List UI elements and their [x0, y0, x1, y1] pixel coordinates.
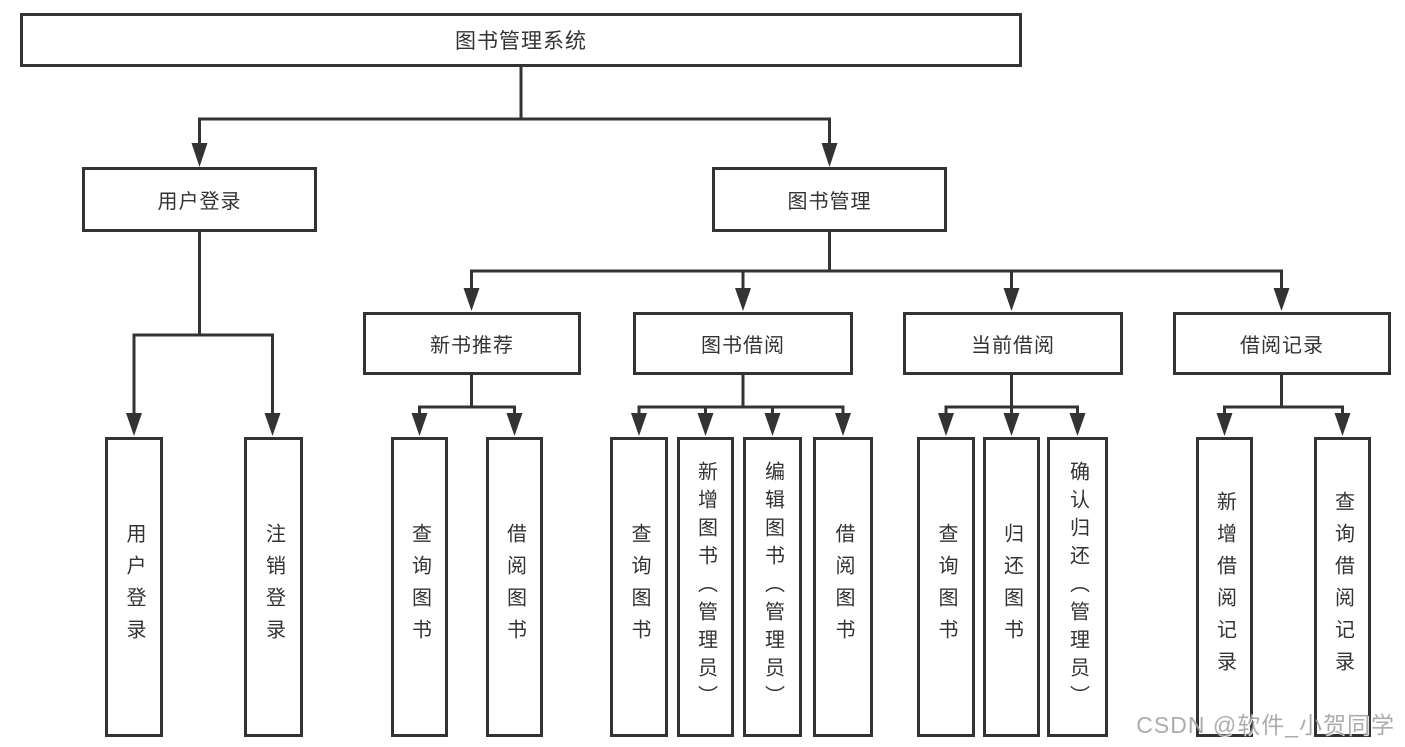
leaf-query-books-borrow-label: 查询图书 [628, 523, 650, 651]
node-borrow-records-label: 借阅记录 [1240, 335, 1324, 357]
leaf-query-books-recommend: 查询图书 [391, 437, 448, 737]
leaf-add-borrow-record-label: 新增借阅记录 [1213, 491, 1236, 683]
leaf-logout: 注销登录 [244, 437, 303, 737]
node-borrow-records: 借阅记录 [1173, 312, 1391, 375]
leaf-logout-label: 注销登录 [262, 523, 285, 651]
node-book-borrow-label: 图书借阅 [701, 335, 785, 357]
node-new-book-recommend-label: 新书推荐 [430, 335, 514, 357]
node-book-management: 图书管理 [712, 167, 947, 232]
leaf-add-books-admin-label: 新增图书（管理员） [694, 461, 717, 713]
leaf-borrow-books-label: 借阅图书 [832, 523, 854, 651]
node-user-login: 用户登录 [82, 167, 317, 232]
leaf-borrow-books-recommend-label: 借阅图书 [503, 523, 526, 651]
node-current-borrow: 当前借阅 [903, 312, 1123, 375]
leaf-return-books-label: 归还图书 [1000, 523, 1023, 651]
node-root-label: 图书管理系统 [455, 30, 587, 53]
leaf-edit-books-admin: 编辑图书（管理员） [743, 437, 802, 737]
leaf-query-books-recommend-label: 查询图书 [408, 523, 431, 651]
node-user-login-label: 用户登录 [157, 191, 242, 213]
node-root-system: 图书管理系统 [20, 13, 1022, 67]
leaf-borrow-books: 借阅图书 [813, 437, 873, 737]
csdn-watermark: CSDN @软件_小贺同学 [1136, 712, 1395, 738]
leaf-edit-books-admin-label: 编辑图书（管理员） [761, 461, 784, 713]
leaf-confirm-return-admin: 确认归还（管理员） [1047, 437, 1108, 737]
node-new-book-recommend: 新书推荐 [363, 312, 581, 375]
node-book-management-label: 图书管理 [787, 191, 872, 213]
leaf-query-books-borrow: 查询图书 [610, 437, 668, 737]
leaf-add-books-admin: 新增图书（管理员） [677, 437, 734, 737]
leaf-borrow-books-recommend: 借阅图书 [486, 437, 543, 737]
leaf-confirm-return-admin-label: 确认归还（管理员） [1066, 461, 1089, 713]
node-current-borrow-label: 当前借阅 [971, 335, 1055, 357]
leaf-query-borrow-record-label: 查询借阅记录 [1331, 491, 1354, 683]
leaf-return-books: 归还图书 [983, 437, 1040, 737]
leaf-query-books-current-label: 查询图书 [935, 523, 957, 651]
leaf-query-borrow-record: 查询借阅记录 [1314, 437, 1371, 737]
arrowheads [126, 143, 1351, 436]
leaf-user-login: 用户登录 [105, 437, 163, 737]
leaf-user-login-label: 用户登录 [123, 523, 145, 651]
leaf-add-borrow-record: 新增借阅记录 [1196, 437, 1253, 737]
node-book-borrow: 图书借阅 [633, 312, 853, 375]
leaf-query-books-current: 查询图书 [917, 437, 975, 737]
